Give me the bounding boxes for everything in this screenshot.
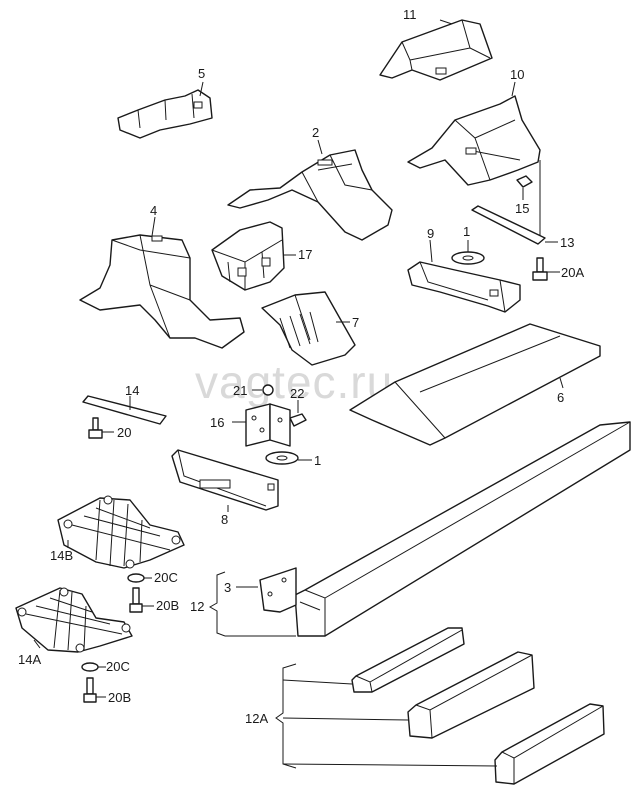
leader-12a-3: [282, 763, 498, 767]
label-4: 4: [150, 203, 157, 218]
label-3: 3: [224, 580, 231, 595]
part-2: [227, 149, 393, 241]
washer-20c-upper: [127, 573, 145, 583]
label-21: 21: [233, 383, 247, 398]
label-13: 13: [560, 235, 574, 250]
bolt-20b-lower: [83, 677, 97, 703]
part-7: [261, 291, 356, 366]
nut-21: [262, 384, 274, 396]
label-16: 16: [210, 415, 224, 430]
bolt-20b-upper: [129, 587, 143, 613]
label-20: 20: [117, 425, 131, 440]
label-12a: 12A: [245, 711, 268, 726]
leader-10: [511, 81, 516, 97]
leader-5: [199, 81, 204, 97]
leader-9: [429, 239, 433, 263]
rail-12: [294, 421, 631, 637]
leader-4: [151, 216, 156, 237]
part-5: [117, 89, 213, 139]
bolt-20: [88, 417, 103, 439]
part-17: [211, 221, 285, 291]
part-9: [407, 261, 521, 313]
rail-12a-variant-2: [407, 651, 535, 739]
label-15: 15: [515, 201, 529, 216]
part-11: [379, 19, 493, 81]
part-15: [516, 175, 533, 188]
label-2: 2: [312, 125, 319, 140]
washer-1-lower: [265, 451, 299, 465]
label-8: 8: [221, 512, 228, 527]
label-14: 14: [125, 383, 139, 398]
label-12: 12: [190, 599, 204, 614]
part-13: [471, 205, 546, 245]
label-5: 5: [198, 66, 205, 81]
skid-plate-14b: [57, 495, 185, 569]
leader-14a: [33, 639, 41, 649]
rail-12a-variant-1: [351, 627, 465, 693]
watermark: vagtec.ru: [195, 356, 393, 408]
washer-1-top: [451, 251, 485, 265]
leader-2: [317, 139, 323, 155]
part-4: [79, 234, 245, 349]
label-14b: 14B: [50, 548, 73, 563]
leader-6: [559, 377, 564, 389]
bolt-22: [289, 413, 307, 427]
bracket-3: [259, 567, 297, 613]
part-10: [407, 95, 541, 186]
washer-20c-lower: [81, 662, 99, 672]
label-17: 17: [298, 247, 312, 262]
part-8: [171, 449, 279, 511]
part-6: [349, 323, 601, 446]
bolt-20a: [532, 257, 548, 281]
rail-12a-variant-3: [494, 703, 605, 785]
label-10: 10: [510, 67, 524, 82]
label-20a: 20A: [561, 265, 584, 280]
bracket-leader-12a: [275, 663, 297, 769]
leader-12a-1: [282, 679, 353, 685]
label-1b: 1: [314, 453, 321, 468]
leader-11: [439, 19, 453, 25]
bracket-16: [245, 403, 291, 447]
label-9: 9: [427, 226, 434, 241]
label-22: 22: [290, 386, 304, 401]
label-14a: 14A: [18, 652, 41, 667]
label-20c-upper: 20C: [154, 570, 178, 585]
leader-12a-2: [282, 717, 409, 721]
label-20c-lower: 20C: [106, 659, 130, 674]
label-20b-lower: 20B: [108, 690, 131, 705]
label-20b-upper: 20B: [156, 598, 179, 613]
label-7: 7: [352, 315, 359, 330]
part-14: [82, 395, 167, 425]
bracket-leader-12: [208, 571, 226, 637]
label-1a: 1: [463, 224, 470, 239]
label-6: 6: [557, 390, 564, 405]
skid-plate-14a: [15, 587, 133, 653]
label-11: 11: [403, 7, 417, 22]
